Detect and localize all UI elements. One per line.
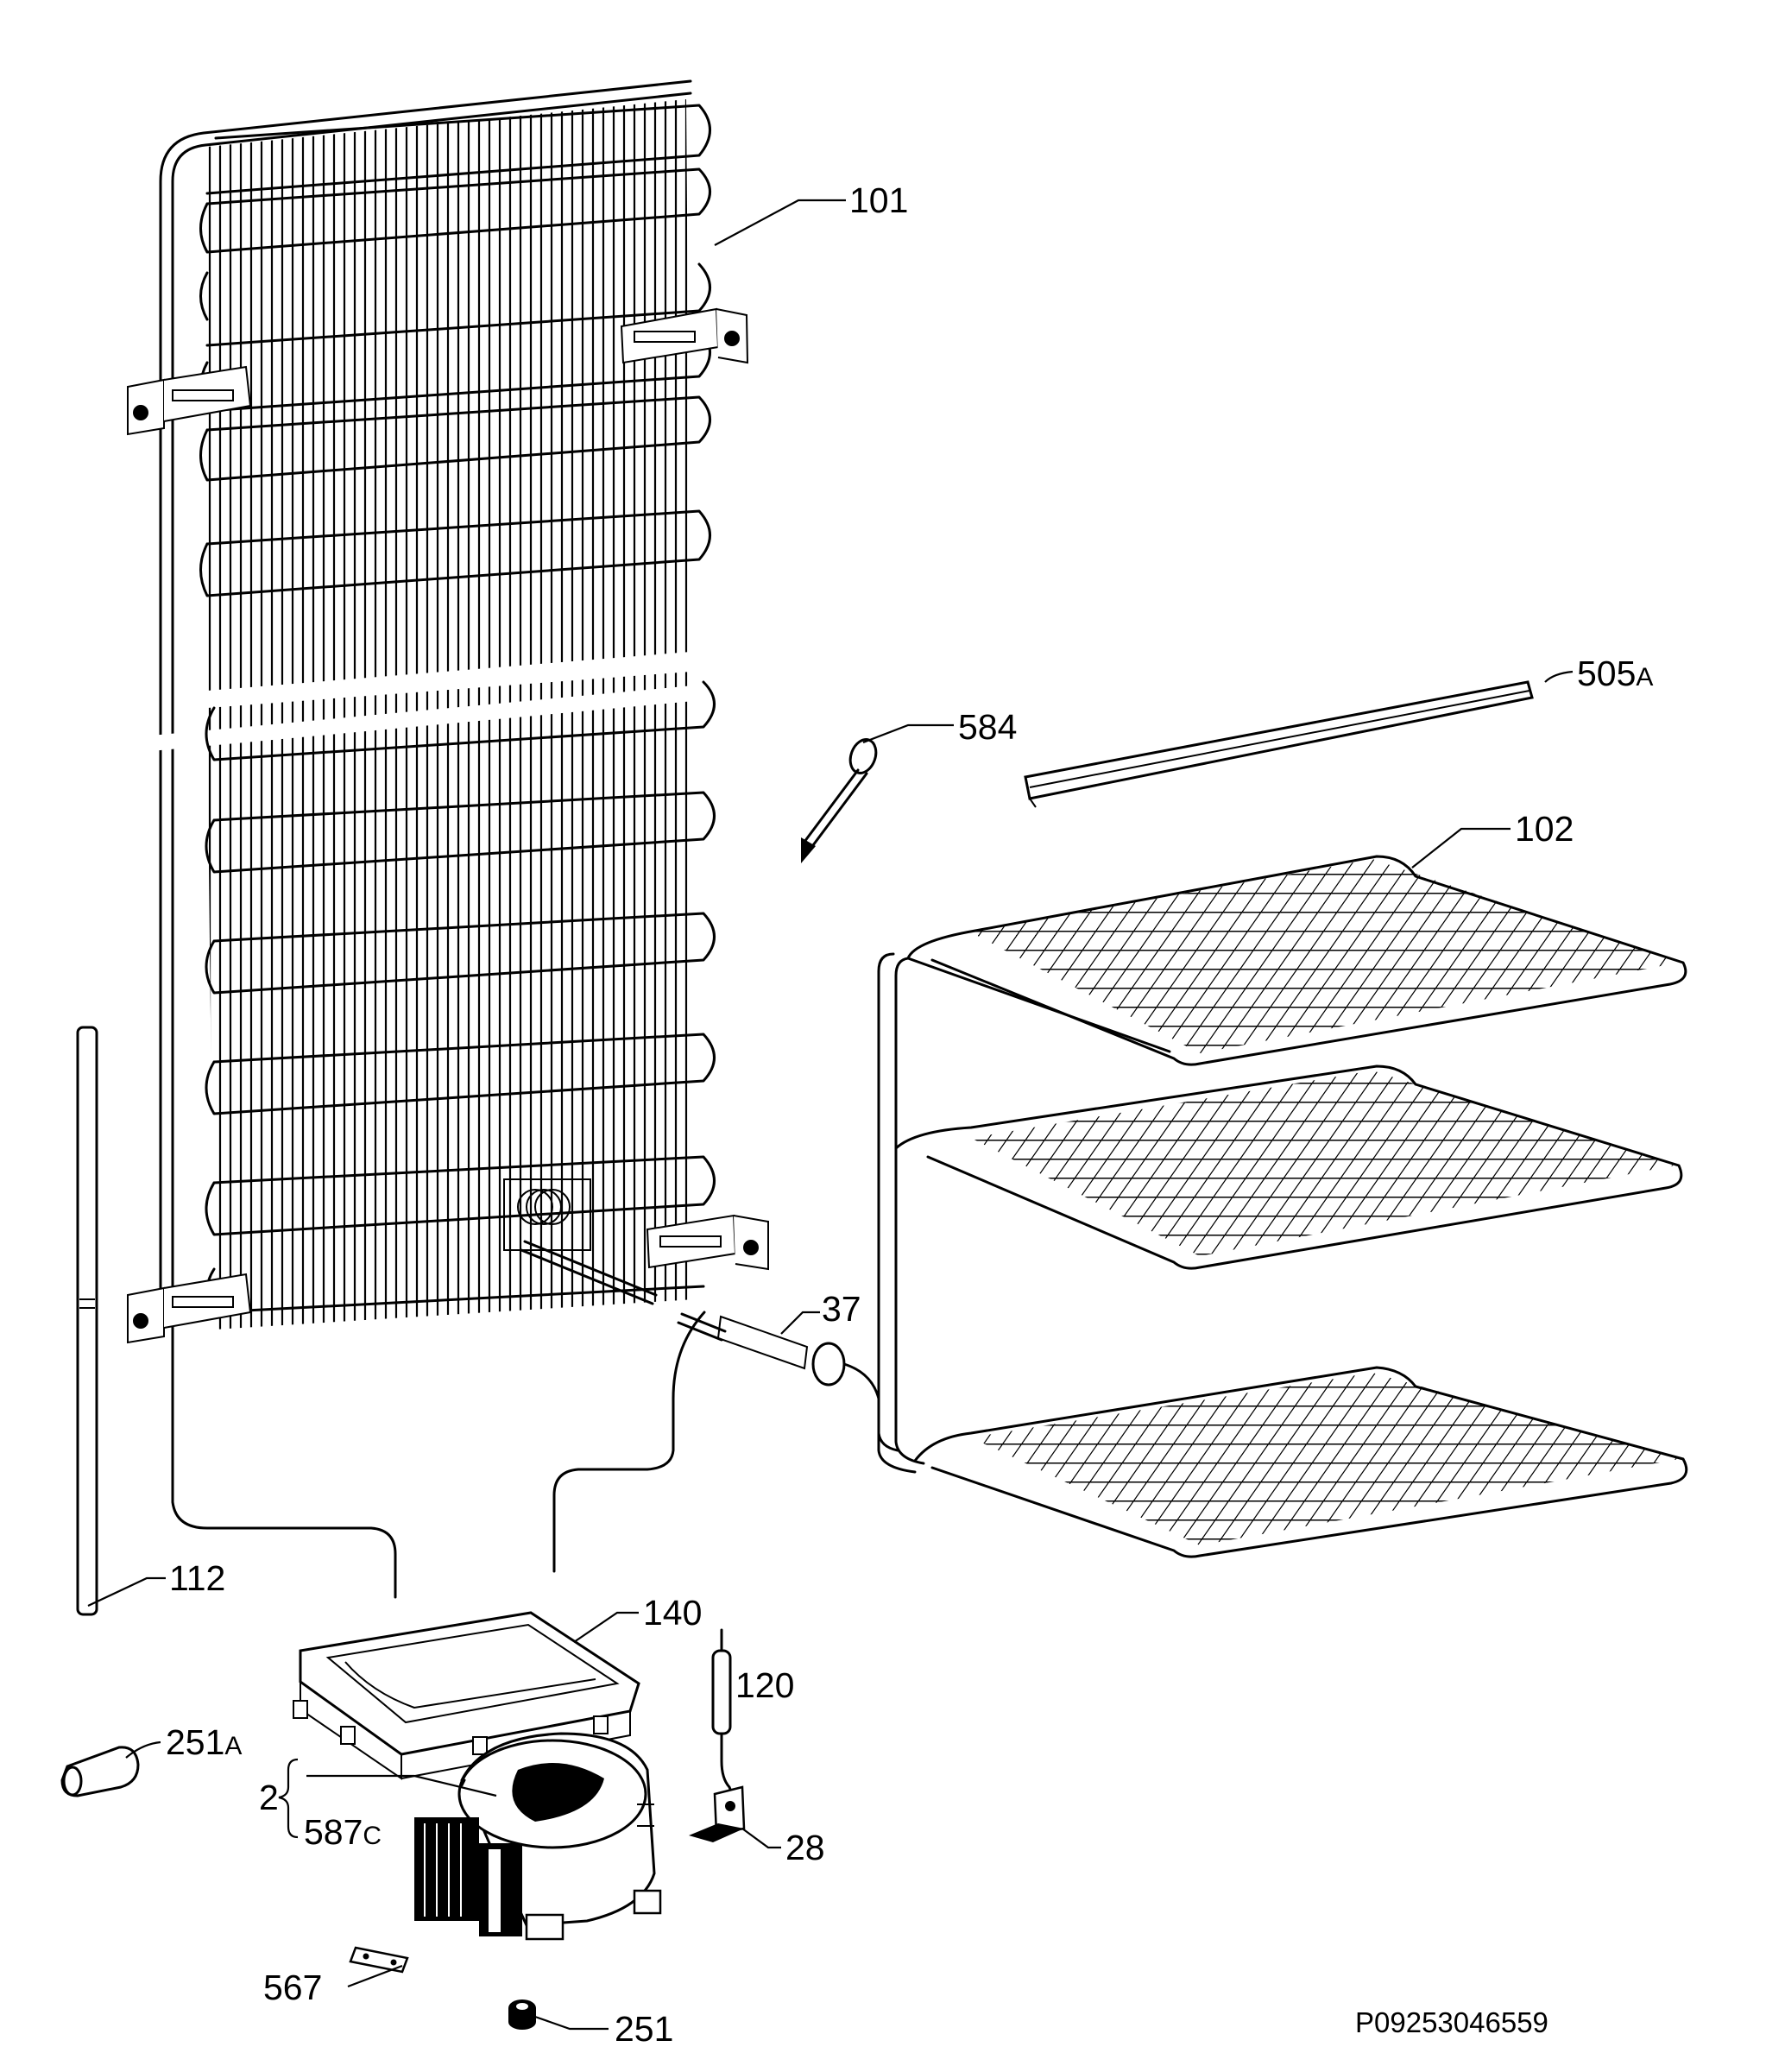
label-101: 101: [849, 180, 908, 220]
label-102: 102: [1515, 809, 1574, 849]
leader-lines: [87, 199, 1574, 2031]
label-2: 2: [259, 1778, 279, 1817]
label-251: 251: [615, 2009, 673, 2049]
label-28: 28: [785, 1828, 825, 1867]
strap-part: [349, 1946, 409, 1974]
label-587c: 587C: [304, 1812, 382, 1852]
nut-part: [508, 1999, 536, 2030]
label-140: 140: [643, 1593, 702, 1633]
document-number: P09253046559: [1355, 2006, 1548, 2038]
compressor: [414, 1732, 662, 1941]
bracket-part: [689, 1785, 746, 1842]
filter-drier: [711, 1628, 734, 1813]
callout-labels: 101 505A 584 102 37 112 140 120 251A 2 5…: [166, 180, 1653, 2049]
label-251a: 251A: [166, 1722, 242, 1762]
grommet-part: [60, 1746, 140, 1797]
label-567: 567: [263, 1968, 322, 2007]
label-37: 37: [822, 1289, 861, 1329]
evaporator-shelves: [877, 855, 1688, 1558]
gasket-strip: [1024, 680, 1534, 808]
capillary-tube: [520, 1240, 899, 1452]
clip-part: [801, 738, 878, 863]
label-584: 584: [958, 707, 1017, 747]
condenser-coil: [127, 79, 769, 1599]
tube-part: [76, 1026, 98, 1616]
label-112: 112: [169, 1558, 225, 1598]
label-505a: 505A: [1577, 654, 1653, 693]
label-120: 120: [735, 1665, 794, 1705]
